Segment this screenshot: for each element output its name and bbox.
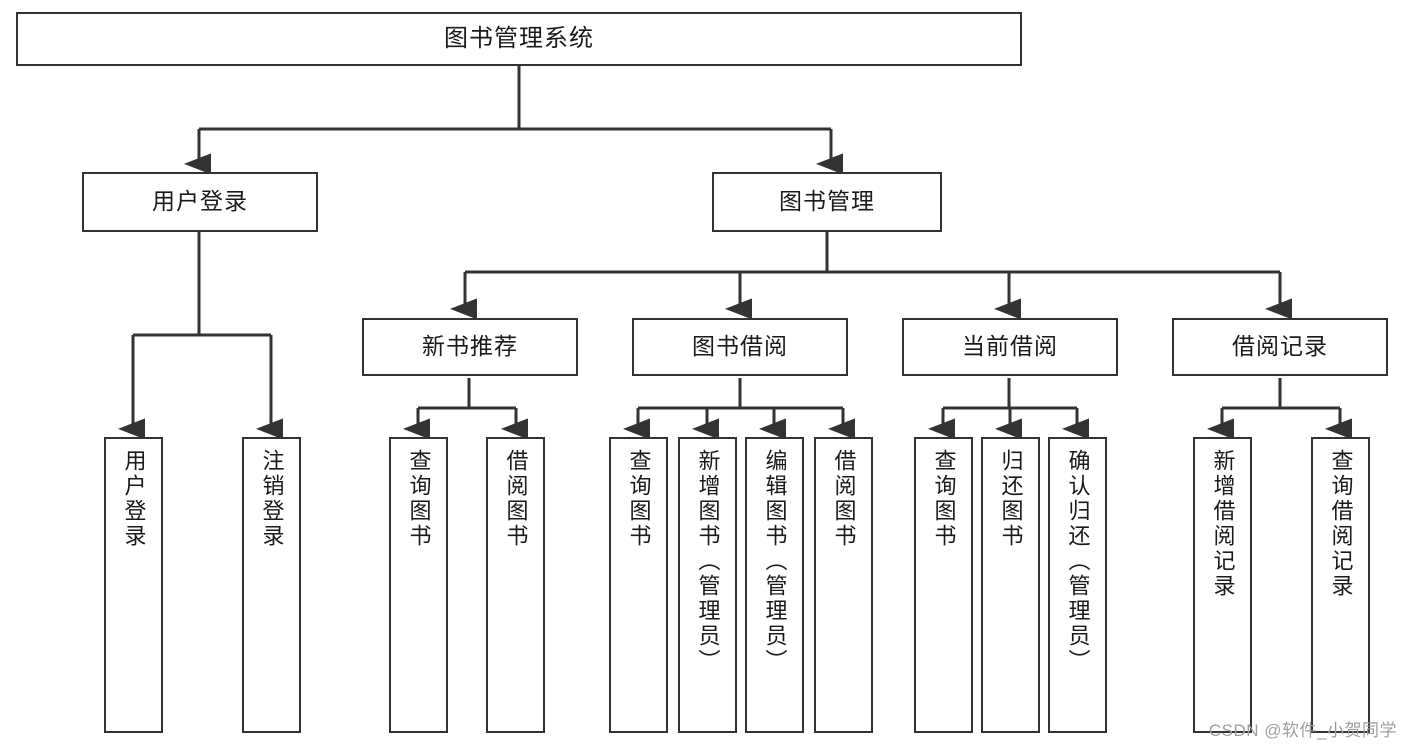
node-leaf-edit-book-label: 编辑图书（管理员） [762, 449, 788, 674]
node-leaf-return-book-label: 归还图书 [998, 449, 1024, 549]
node-leaf-query-book-1-label: 查询图书 [406, 449, 432, 549]
node-leaf-query-book-3[interactable]: 查询图书 [914, 437, 973, 733]
node-leaf-user-logout-label: 注销登录 [259, 449, 285, 549]
node-leaf-borrow-book-2-label: 借阅图书 [831, 449, 857, 549]
node-leaf-add-book[interactable]: 新增图书（管理员） [678, 437, 737, 733]
node-borrow-record[interactable]: 借阅记录 [1172, 318, 1388, 376]
node-new-book-recommend-label: 新书推荐 [422, 333, 518, 360]
watermark: CSDN @软件_小贺同学 [1208, 721, 1397, 740]
node-leaf-add-book-label: 新增图书（管理员） [695, 449, 721, 674]
node-leaf-return-book[interactable]: 归还图书 [981, 437, 1040, 733]
node-book-manage-label: 图书管理 [779, 188, 875, 215]
node-root-label: 图书管理系统 [444, 24, 594, 52]
node-leaf-query-book-1[interactable]: 查询图书 [389, 437, 448, 733]
node-user-login-label: 用户登录 [152, 188, 248, 215]
node-leaf-confirm-return[interactable]: 确认归还（管理员） [1048, 437, 1107, 733]
node-user-login[interactable]: 用户登录 [82, 172, 318, 232]
node-leaf-query-book-2[interactable]: 查询图书 [609, 437, 668, 733]
node-leaf-query-record[interactable]: 查询借阅记录 [1311, 437, 1370, 733]
node-borrow-record-label: 借阅记录 [1232, 333, 1328, 360]
node-leaf-confirm-return-label: 确认归还（管理员） [1065, 449, 1091, 674]
node-book-borrow[interactable]: 图书借阅 [632, 318, 848, 376]
node-leaf-user-login-label: 用户登录 [121, 449, 147, 549]
node-leaf-add-record-label: 新增借阅记录 [1210, 449, 1236, 599]
node-book-borrow-label: 图书借阅 [692, 333, 788, 360]
node-book-manage[interactable]: 图书管理 [712, 172, 942, 232]
node-leaf-user-login[interactable]: 用户登录 [104, 437, 163, 733]
node-current-borrow-label: 当前借阅 [962, 333, 1058, 360]
node-leaf-query-record-label: 查询借阅记录 [1328, 449, 1354, 599]
node-leaf-query-book-3-label: 查询图书 [931, 449, 957, 549]
node-leaf-add-record[interactable]: 新增借阅记录 [1193, 437, 1252, 733]
node-new-book-recommend[interactable]: 新书推荐 [362, 318, 578, 376]
node-leaf-borrow-book-1[interactable]: 借阅图书 [486, 437, 545, 733]
node-leaf-borrow-book-2[interactable]: 借阅图书 [814, 437, 873, 733]
node-leaf-user-logout[interactable]: 注销登录 [242, 437, 301, 733]
node-leaf-query-book-2-label: 查询图书 [626, 449, 652, 549]
node-current-borrow[interactable]: 当前借阅 [902, 318, 1118, 376]
node-leaf-borrow-book-1-label: 借阅图书 [503, 449, 529, 549]
node-root[interactable]: 图书管理系统 [16, 12, 1022, 66]
node-leaf-edit-book[interactable]: 编辑图书（管理员） [745, 437, 804, 733]
